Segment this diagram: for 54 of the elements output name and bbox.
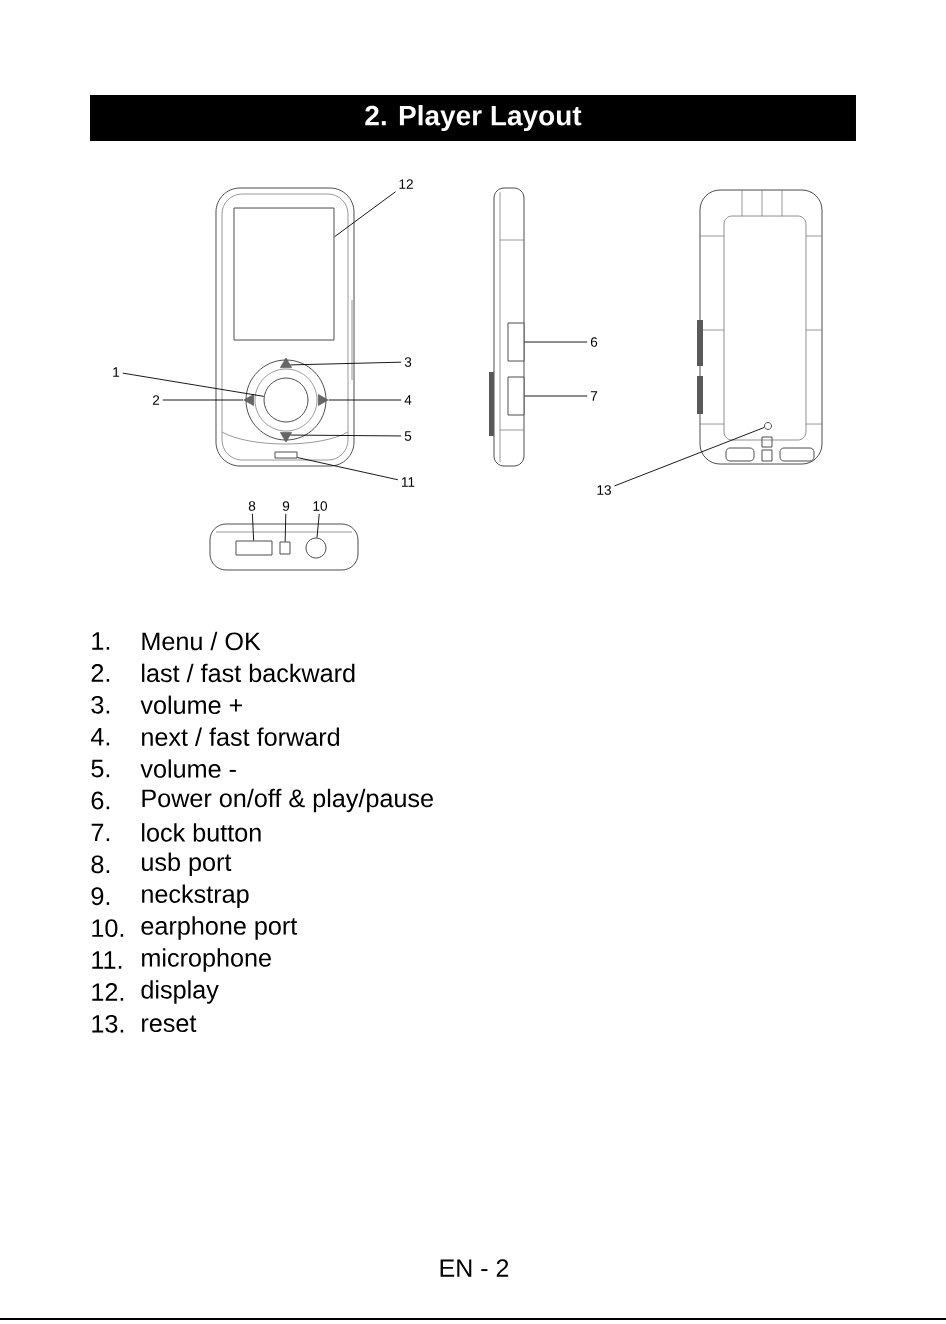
reset-hole — [764, 422, 772, 430]
leader-line — [334, 191, 396, 238]
title-bar: 2. Player Layout — [90, 95, 856, 141]
item-number: 5. — [91, 759, 110, 778]
item-text: usb port — [142, 852, 232, 877]
item-text: reset — [142, 1015, 197, 1033]
item-text: last / fast backward — [142, 663, 355, 683]
leader-line — [524, 395, 588, 397]
leader-line — [284, 513, 287, 542]
leader-line — [289, 434, 402, 437]
item-text: microphone — [142, 948, 271, 972]
leader-line — [316, 513, 320, 538]
item-text: display — [141, 980, 219, 1004]
earphone-jack — [305, 537, 327, 559]
item-text: volume + — [140, 695, 243, 715]
neckstrap-loop — [279, 541, 291, 555]
leader-line — [251, 513, 255, 541]
arrow-key — [280, 357, 292, 368]
item-number: 2. — [91, 664, 110, 682]
item-number: 12. — [92, 983, 124, 1001]
lock-switch — [507, 376, 525, 416]
leader-line — [614, 427, 765, 487]
item-number: 9. — [91, 887, 110, 906]
display-screen — [233, 207, 335, 341]
item-number: 8. — [91, 855, 110, 874]
item-text: Power on/off & play/pause — [142, 788, 433, 813]
arrow-key — [243, 394, 254, 406]
item-number: 10. — [92, 919, 124, 938]
arrow-key — [280, 432, 292, 443]
item-text: lock button — [142, 823, 261, 842]
item-number: 3. — [91, 695, 110, 714]
leader-line — [289, 361, 402, 366]
power-button — [507, 322, 525, 362]
item-number: 1. — [92, 632, 110, 650]
arrow-key — [318, 394, 329, 406]
item-number: 6. — [91, 791, 110, 810]
microphone-slot — [274, 451, 298, 459]
item-text: neckstrap — [142, 884, 249, 908]
usb-port — [235, 540, 273, 556]
item-text: earphone port — [141, 916, 298, 940]
item-text: next / fast forward — [142, 727, 340, 746]
leader-line — [328, 399, 402, 401]
item-text: Menu / OK — [142, 631, 261, 651]
leader-line — [524, 341, 588, 343]
item-number: 7. — [91, 823, 110, 842]
ok-button — [263, 377, 309, 423]
item-number: 13. — [92, 1014, 124, 1033]
item-number: 11. — [92, 951, 122, 969]
item-number: 4. — [90, 728, 110, 746]
item-text: volume - — [140, 759, 236, 778]
leader-line — [297, 457, 399, 481]
page-number: EN - 2 — [440, 1259, 509, 1277]
leader-line — [122, 372, 265, 397]
leader-line — [162, 399, 244, 401]
